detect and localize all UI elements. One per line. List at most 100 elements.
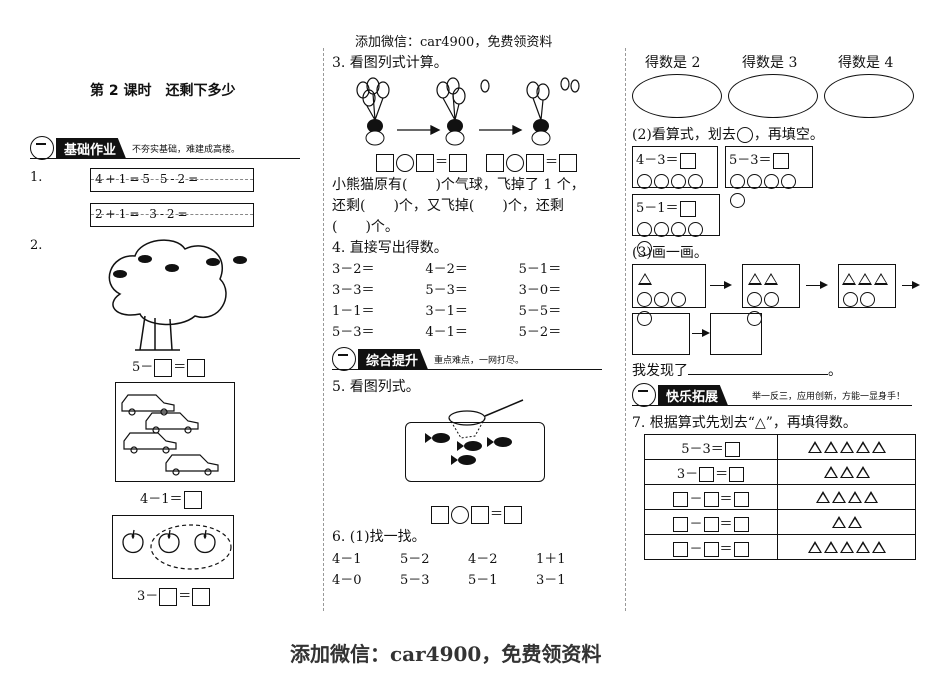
- answer-box[interactable]: [673, 541, 689, 557]
- triangle-icon[interactable]: [823, 466, 838, 478]
- q7-table-row: 3－＝: [644, 459, 916, 485]
- draw-box-empty-2[interactable]: [710, 313, 762, 355]
- panda-balloons-image: [356, 77, 580, 146]
- q6-expression: 5－2: [400, 552, 430, 567]
- q4-row: 3－2＝4－2＝5－1＝: [332, 258, 612, 279]
- answer-box[interactable]: [154, 358, 173, 377]
- q4-item: 5－1＝: [518, 262, 562, 277]
- triangle-icon[interactable]: [871, 441, 886, 453]
- answer-box[interactable]: [703, 541, 719, 557]
- found-answer-line[interactable]: [688, 374, 828, 375]
- q6-expression: 4－2: [468, 552, 498, 567]
- triangle-icon[interactable]: [807, 441, 822, 453]
- section-basic-banner: 基础作业 不夯实基础，难建成高楼。: [30, 136, 300, 160]
- triangle-icon[interactable]: [831, 516, 846, 528]
- section-basic-title: 基础作业: [56, 137, 127, 159]
- triangle-icon[interactable]: [815, 491, 830, 503]
- triangle-icon[interactable]: [839, 466, 854, 478]
- q3-text-line2: 还剩( )个，又飞掉( )个，还剩: [332, 198, 564, 214]
- section-advance-title: 综合提升: [358, 348, 429, 370]
- q6-expression: 5－3: [400, 573, 430, 588]
- triangle-icon[interactable]: [847, 516, 862, 528]
- triangle-icon[interactable]: [839, 541, 854, 553]
- q7-expression-cell: 3－＝: [644, 459, 778, 485]
- q6-expression: 1＋1: [536, 552, 566, 567]
- p2-instruction: (2)看算式，划去，再填空。: [632, 127, 824, 143]
- arrow-icon: [806, 281, 828, 289]
- answer-box[interactable]: [187, 358, 206, 377]
- q1-writing-grid-1: 4+1=5 5-2=: [90, 168, 254, 192]
- triangle-icon[interactable]: [831, 491, 846, 503]
- q7-triangle-cell: [777, 434, 916, 460]
- column-divider-1: [323, 48, 324, 611]
- result-oval-1[interactable]: [632, 74, 722, 118]
- apples-image: [122, 524, 232, 570]
- fish-picture: [405, 422, 545, 482]
- q2-label: 2.: [30, 238, 43, 253]
- q7-triangle-cell: [777, 509, 916, 535]
- triangle-icon[interactable]: [839, 441, 854, 453]
- answer-box[interactable]: [724, 441, 740, 457]
- q4-item: 5－3＝: [425, 283, 468, 298]
- q1-row2-text: 2+1= 3-2=: [95, 207, 191, 221]
- q2-equation-a: 5－＝: [132, 356, 206, 377]
- bottom-watermark: 添加微信：car4900，免费领资料: [290, 642, 602, 666]
- triangle-icon[interactable]: [823, 441, 838, 453]
- triangle-icon[interactable]: [807, 541, 822, 553]
- triangle-icon[interactable]: [863, 491, 878, 503]
- found-text: 我发现了。: [632, 363, 842, 379]
- q7-table-row: 5－3＝: [644, 434, 916, 460]
- triangle-icon[interactable]: [823, 541, 838, 553]
- answer-box[interactable]: [733, 541, 749, 557]
- q4-row: 5－3＝4－1＝5－2＝: [332, 321, 612, 342]
- q4-row: 1－1＝3－1＝5－5＝: [332, 300, 612, 321]
- triangle-icon[interactable]: [871, 541, 886, 553]
- section-advance-subtitle: 重点难点，一网打尽。: [434, 355, 525, 366]
- answer-box[interactable]: [192, 587, 211, 606]
- q7-expression-cell: －＝: [644, 509, 778, 535]
- result-label-2: 得数是 3: [742, 55, 798, 71]
- answer-box[interactable]: [699, 466, 715, 482]
- answer-box[interactable]: [703, 516, 719, 532]
- q7-triangle-cell: [777, 484, 916, 510]
- q7-triangle-cell: [777, 534, 916, 560]
- q7-table-row: －＝: [644, 534, 916, 560]
- q3-text-line3: ( )个。: [332, 219, 399, 235]
- answer-box[interactable]: [729, 466, 745, 482]
- answer-box[interactable]: [183, 490, 202, 509]
- answer-box[interactable]: [733, 491, 749, 507]
- triangle-icon[interactable]: [855, 441, 870, 453]
- draw-box-2: [742, 264, 800, 326]
- section-advance-banner: 综合提升 重点难点，一网打尽。: [332, 347, 602, 371]
- result-label-3: 得数是 4: [838, 55, 894, 71]
- triangle-icon[interactable]: [847, 491, 862, 503]
- q6-expression: 5－1: [468, 573, 498, 588]
- mascot-icon: [30, 136, 54, 160]
- draw-box-3: [838, 264, 896, 308]
- answer-box[interactable]: [673, 491, 689, 507]
- answer-box[interactable]: [733, 516, 749, 532]
- arrow-icon: [902, 281, 920, 289]
- section-extend-banner: 快乐拓展 举一反三，应用创新，方能一显身手！: [632, 383, 912, 407]
- triangle-icon[interactable]: [855, 541, 870, 553]
- q4-item: 5－3＝: [332, 325, 375, 340]
- q7-expression-cell: －＝: [644, 534, 778, 560]
- triangle-icon[interactable]: [855, 466, 870, 478]
- answer-box[interactable]: [673, 516, 689, 532]
- q4-item: 4－2＝: [425, 262, 468, 277]
- p3-label: (3)画一画。: [632, 245, 708, 261]
- arrow-icon: [692, 329, 710, 337]
- section-extend-subtitle: 举一反三，应用创新，方能一显身手！: [752, 391, 906, 402]
- result-oval-3[interactable]: [824, 74, 914, 118]
- q7-expression-cell: －＝: [644, 484, 778, 510]
- q1-writing-grid-2: 2+1= 3-2=: [90, 203, 254, 227]
- answer-box[interactable]: [703, 491, 719, 507]
- result-oval-2[interactable]: [728, 74, 818, 118]
- answer-box[interactable]: [159, 587, 178, 606]
- q6-expression: 3－1: [536, 573, 566, 588]
- q6-label: 6. (1)找一找。: [332, 529, 426, 545]
- draw-box-empty-1[interactable]: [632, 313, 690, 355]
- lesson-title: 第 2 课时 还剩下多少: [90, 83, 236, 99]
